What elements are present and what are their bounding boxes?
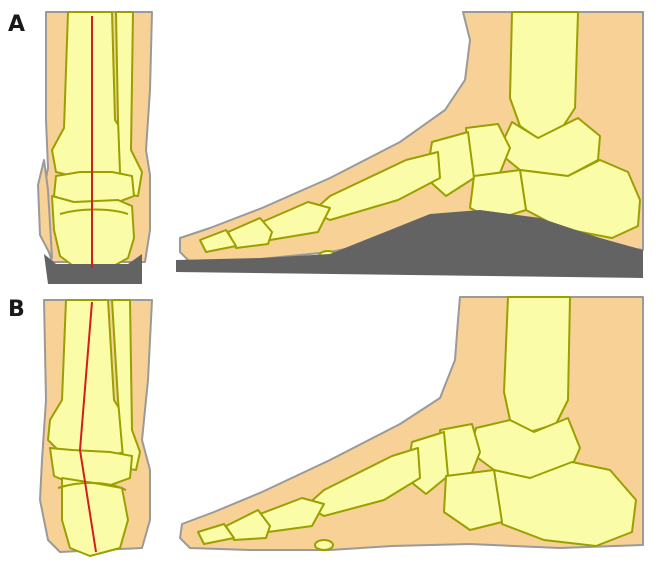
panel-b-lateral-view <box>180 297 643 550</box>
tibia-bone-lateral-a <box>510 12 578 140</box>
panel-a-lateral-view <box>176 12 643 278</box>
panel-b-posterior-view <box>40 300 152 556</box>
panel-label-a: A <box>8 12 25 37</box>
panel-label-b: B <box>8 297 25 322</box>
sesamoid-bone-b <box>315 540 333 550</box>
panel-a-posterior-view <box>38 12 152 284</box>
tibia-bone-lateral-b <box>504 297 570 432</box>
